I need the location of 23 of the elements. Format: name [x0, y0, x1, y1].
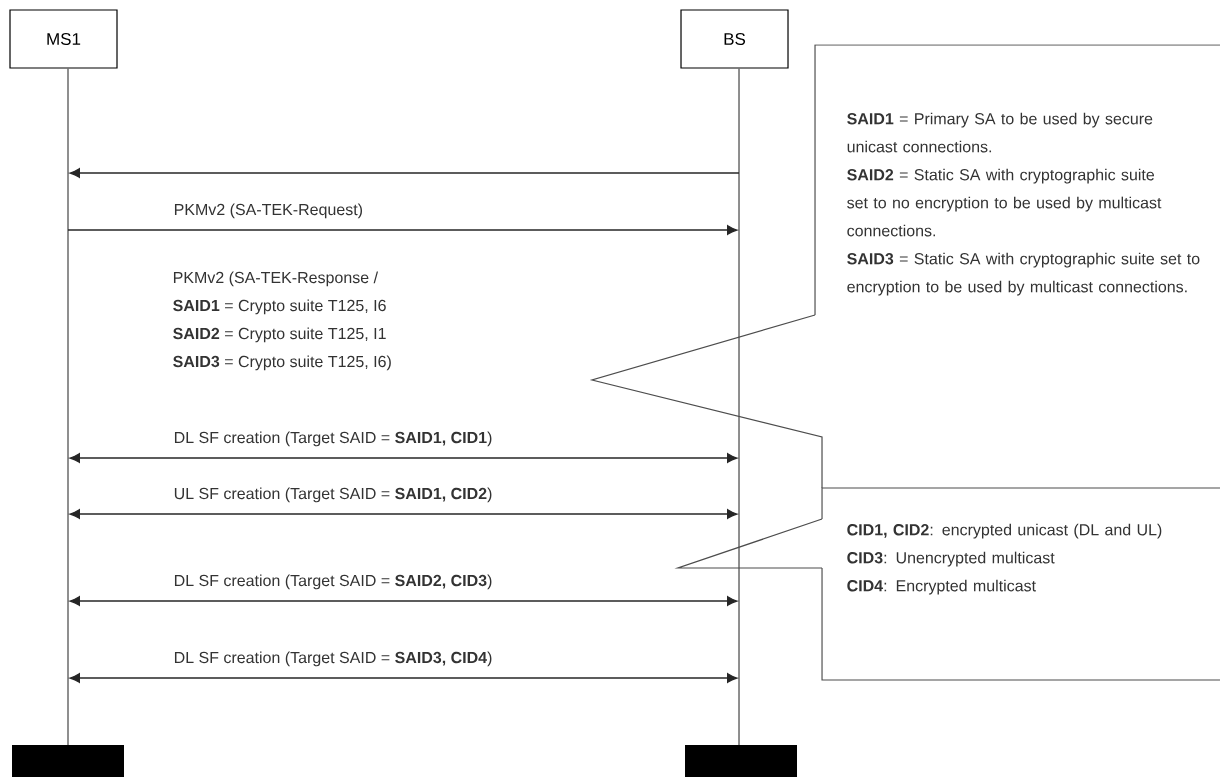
lifeline-end — [12, 745, 124, 777]
lifeline-end — [685, 745, 797, 777]
message-label: SAID2 = Crypto suite T125, I1 — [173, 327, 386, 343]
lifeline-box: BS — [680, 9, 789, 69]
message-label: PKMv2 (SA-TEK-Request) — [174, 203, 362, 219]
message-label: DL SF creation (Target SAID = SAID1, CID1) — [174, 431, 492, 447]
lifeline-box: MS1 — [9, 9, 118, 69]
callout: CID1, CID2: encrypted unicast (DL and UL) CID3: Unencrypted multicast CID4: Encrypted multicast — [821, 487, 1220, 681]
message-label: DL SF creation (Target SAID = SAID3, CID4) — [174, 651, 492, 667]
lifeline — [67, 68, 69, 745]
lifeline — [738, 68, 740, 745]
message-label: UL SF creation (Target SAID = SAID1, CID2) — [174, 487, 492, 503]
message-arrow — [69, 596, 738, 606]
callout: SAID1 = Primary SA to be used by secure unicast connections. SAID2 = Static SA with cryptographic suite set to no encryption to be used by multicast connections. SAID3 = Static SA with cryptographic suite set to encryption to be used by multicast connections. — [814, 44, 1220, 316]
message-arrow — [69, 673, 738, 683]
message-label: SAID3 = Crypto suite T125, I6) — [173, 355, 391, 371]
message-arrow — [69, 168, 740, 178]
message-label: PKMv2 (SA-TEK-Response / — [173, 271, 378, 287]
message-arrow — [69, 453, 738, 463]
message-label: DL SF creation (Target SAID = SAID2, CID3) — [174, 574, 492, 590]
message-label: SAID1 = Crypto suite T125, I6 — [173, 299, 386, 315]
message-arrow — [67, 225, 738, 235]
message-arrow — [69, 509, 738, 519]
